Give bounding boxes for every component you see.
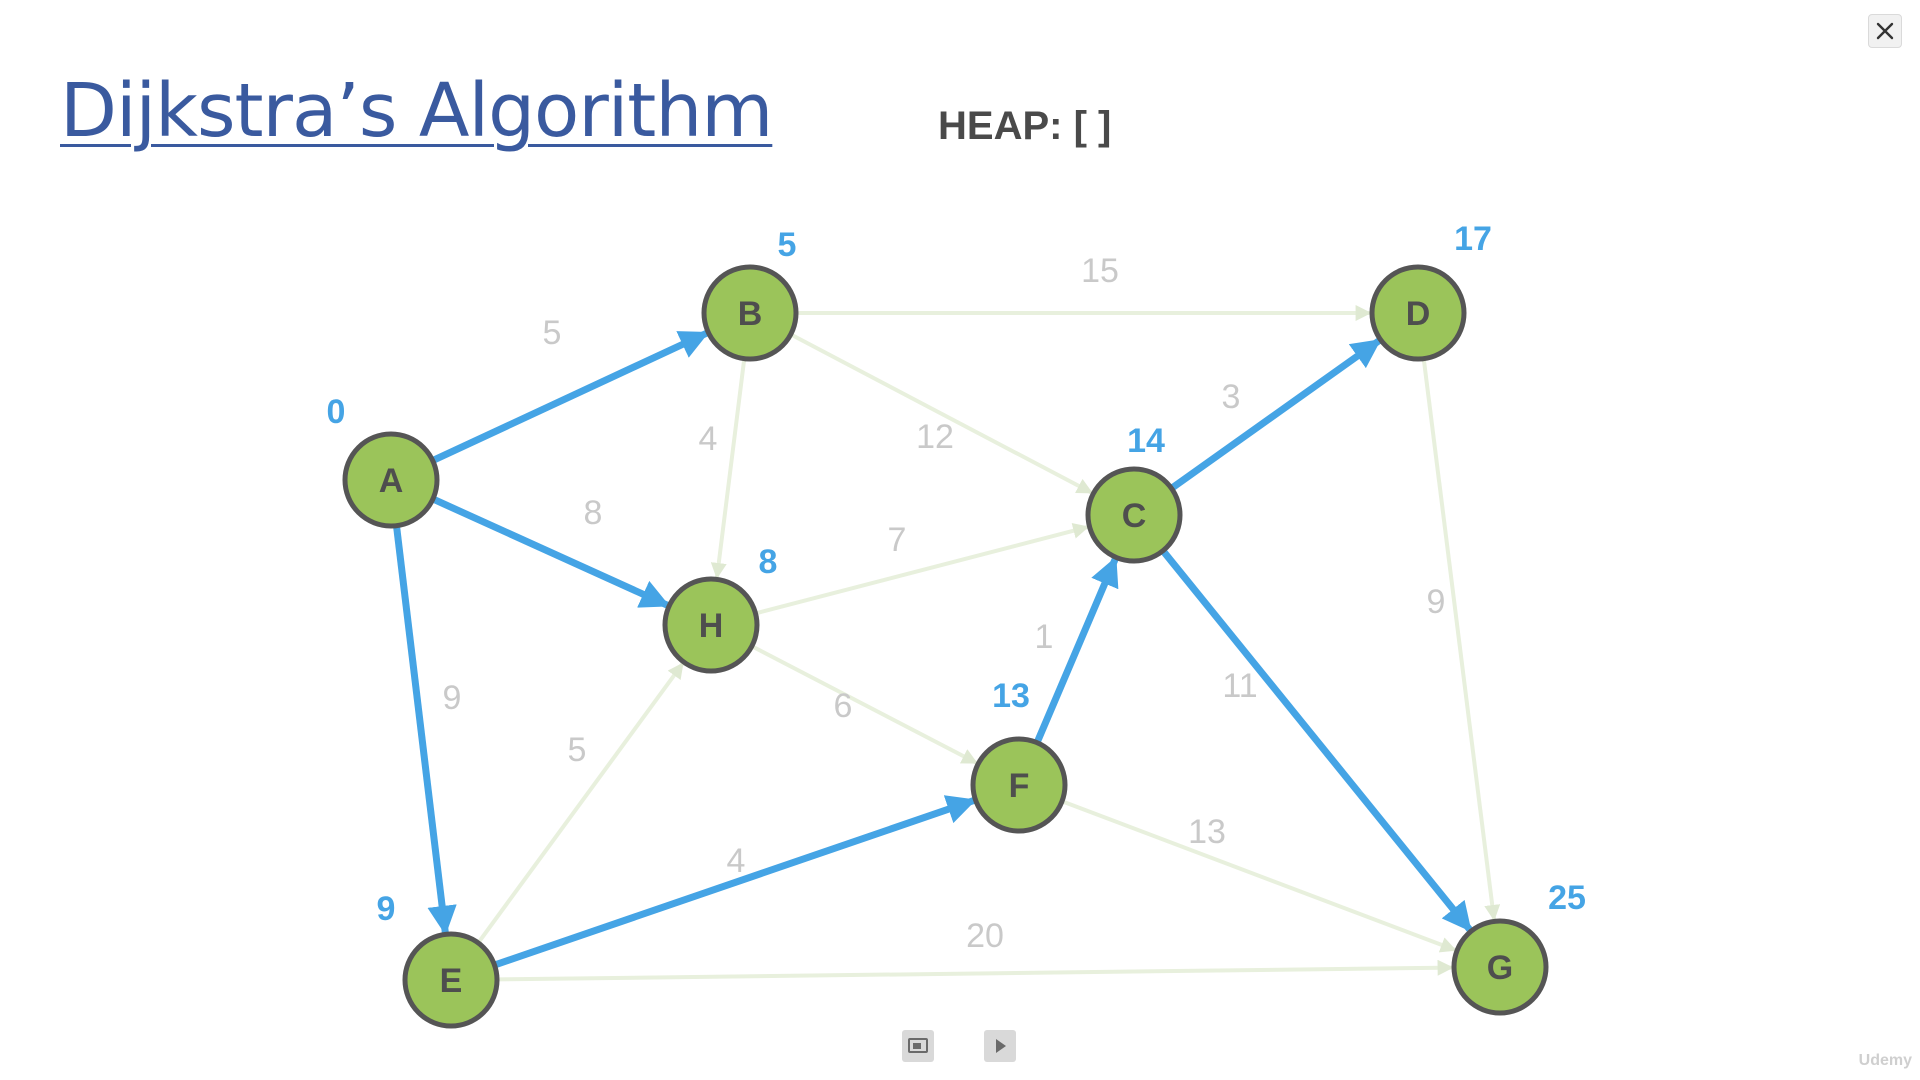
edge-f-g <box>1061 799 1457 953</box>
screen-icon <box>908 1038 928 1053</box>
node-b: B5 <box>701 226 799 362</box>
edge-d-g <box>1421 358 1501 921</box>
node-distance-c: 14 <box>1127 422 1165 460</box>
node-label-h: H <box>699 607 724 645</box>
edge-weight-a-h: 8 <box>584 494 603 532</box>
node-distance-f: 13 <box>992 677 1030 715</box>
edge-weight-a-e: 9 <box>443 679 462 717</box>
node-distance-g: 25 <box>1548 879 1586 917</box>
edge-h-c <box>755 522 1090 616</box>
edge-weight-a-b: 5 <box>543 314 562 352</box>
edge-weight-b-c: 12 <box>916 418 954 456</box>
close-button[interactable] <box>1868 14 1902 48</box>
edge-b-h <box>710 358 747 579</box>
node-label-e: E <box>440 962 463 1000</box>
play-button[interactable] <box>984 1030 1016 1062</box>
edge-weight-f-c: 1 <box>1035 618 1054 656</box>
edge-a-h <box>431 495 670 609</box>
edge-weight-h-f: 6 <box>834 687 853 725</box>
node-distance-e: 9 <box>377 890 396 928</box>
heap-label: HEAP: [ ] <box>938 104 1112 148</box>
edge-c-g <box>1160 548 1473 932</box>
edge-weight-d-g: 9 <box>1427 583 1446 621</box>
node-distance-a: 0 <box>327 393 346 431</box>
node-label-b: B <box>738 295 763 333</box>
node-label-g: G <box>1487 949 1513 987</box>
node-label-d: D <box>1406 295 1431 333</box>
edge-e-f <box>493 795 977 969</box>
edge-c-d <box>1169 337 1382 492</box>
edge-h-f <box>750 644 978 765</box>
edge-weight-c-d: 3 <box>1222 378 1241 416</box>
node-circle-b <box>701 264 799 362</box>
play-icon <box>996 1039 1006 1053</box>
playback-controls <box>902 1030 1016 1062</box>
node-a: A0 <box>327 393 440 529</box>
node-c: C 14 <box>1085 422 1183 564</box>
node-circle-h <box>662 576 760 674</box>
close-icon <box>1876 22 1894 40</box>
screen-toggle-button[interactable] <box>902 1030 934 1062</box>
edge-e-g <box>496 959 1454 982</box>
node-distance-d: 17 <box>1454 220 1492 258</box>
node-label-c: C <box>1122 497 1147 535</box>
edge-weight-e-g: 20 <box>966 917 1004 955</box>
edge-weight-b-d: 15 <box>1081 252 1119 290</box>
node-circle-g <box>1451 918 1549 1016</box>
edge-e-h <box>476 662 685 945</box>
node-h: H8 <box>662 543 778 674</box>
edge-a-e <box>393 525 457 936</box>
node-distance-b: 5 <box>778 226 797 264</box>
edge-weight-b-h: 4 <box>699 420 718 458</box>
edge-f-c <box>1033 556 1119 745</box>
node-circle-e <box>402 931 500 1029</box>
node-e: E9 <box>377 890 500 1029</box>
node-circle-c <box>1085 466 1183 564</box>
node-distance-h: 8 <box>759 543 778 581</box>
node-circle-a <box>342 431 440 529</box>
node-g: G 25 <box>1451 879 1586 1016</box>
edge-weight-c-g: 11 <box>1222 667 1257 705</box>
node-label-f: F <box>1009 767 1030 805</box>
edge-weight-e-f: 4 <box>727 842 746 880</box>
node-d: D 17 <box>1369 220 1492 362</box>
edge-weight-h-c: 7 <box>888 521 907 559</box>
edge-weight-e-h: 5 <box>568 731 587 769</box>
edge-a-b <box>431 330 710 464</box>
node-circle-d <box>1369 264 1467 362</box>
node-label-a: A <box>379 462 404 500</box>
edge-b-c <box>789 332 1093 495</box>
slide-title: Dijkstra’s Algorithm <box>60 68 773 154</box>
node-f: F 13 <box>970 677 1068 834</box>
node-circle-f <box>970 736 1068 834</box>
udemy-watermark: Udemy <box>1858 1052 1912 1069</box>
edge-weight-f-g: 13 <box>1188 813 1226 851</box>
